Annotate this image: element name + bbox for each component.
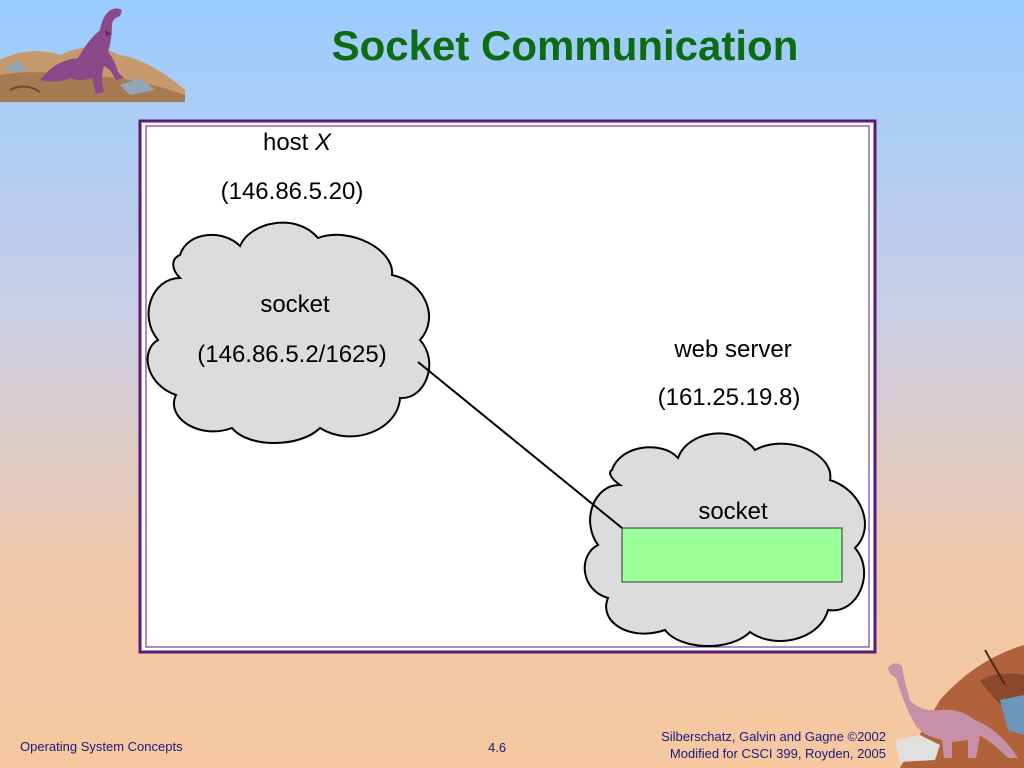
server-label: web server xyxy=(673,336,791,363)
dinosaur-sauropod-icon xyxy=(888,645,1024,768)
server-socket-port-box xyxy=(621,527,843,583)
slide-title: Socket Communication xyxy=(331,22,799,69)
host-socket-label: socket xyxy=(260,291,330,318)
host-label: host X xyxy=(263,129,332,156)
footer-course: Operating System Concepts xyxy=(20,739,183,754)
host-socket-address: (146.86.5.2/1625) xyxy=(197,341,386,368)
host-address: (146.86.5.20) xyxy=(221,178,364,205)
footer-page-number: 4.6 xyxy=(488,740,507,755)
server-address: (161.25.19.8) xyxy=(658,384,801,411)
diagram-frame-inner xyxy=(145,125,870,648)
host-cloud xyxy=(146,221,431,444)
footer-credit-line1: Silberschatz, Galvin and Gagne ©2002 xyxy=(661,729,886,744)
server-socket-label: socket xyxy=(698,498,768,525)
connection-line xyxy=(417,361,623,529)
dinosaur-trex-icon xyxy=(0,8,185,102)
footer-credit: Silberschatz, Galvin and Gagne ©2002 Mod… xyxy=(600,728,886,762)
footer-credit-line2: Modified for CSCI 399, Royden, 2005 xyxy=(669,746,886,761)
